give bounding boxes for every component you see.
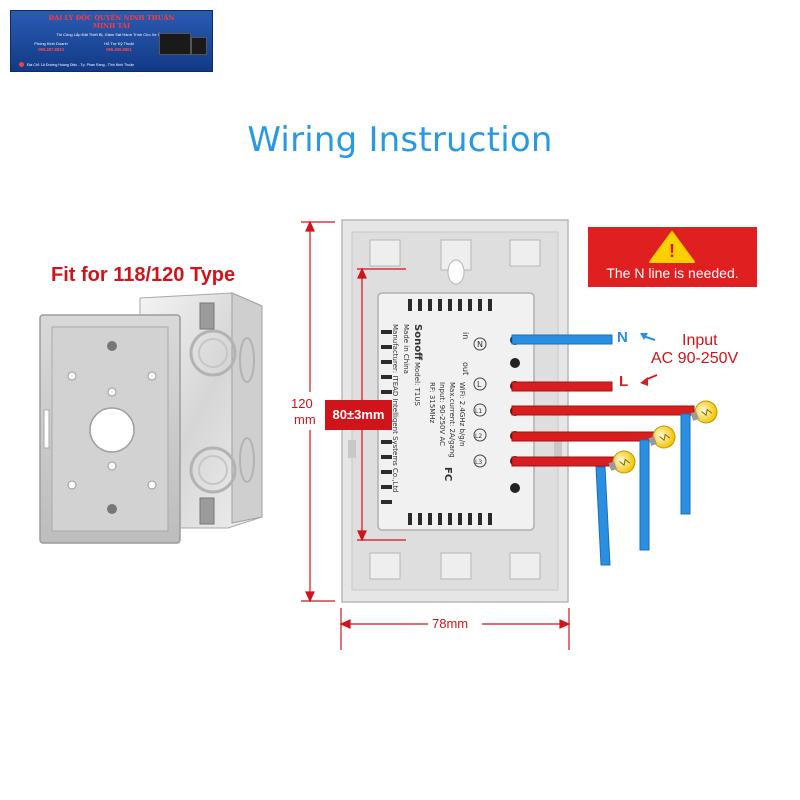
dealer-banner: ĐẠI LÝ ĐỘC QUYỀN NINH THUẬN MINH TÀI Thi… [10, 10, 213, 72]
device-image [159, 33, 191, 55]
neutral-wire [511, 334, 613, 345]
terminal-n: N [477, 340, 483, 349]
banner-title: ĐẠI LÝ ĐỘC QUYỀN NINH THUẬN [48, 14, 175, 22]
brand-logo: Sonoff [412, 324, 423, 361]
terminal-labels: N L L1 L2 L3 [473, 337, 487, 468]
terminal-l1: L1 [475, 408, 482, 415]
height-dimension: 120 [291, 396, 313, 411]
input-voltage: AC 90-250V [651, 350, 739, 367]
rf-spec-text: RF: 315MHz [428, 382, 436, 424]
wifi-spec-text: WiFi: 2.4GHz b/g/n [458, 382, 466, 447]
neutral-label: N [617, 329, 628, 346]
dimension-lines [301, 220, 571, 650]
height-unit: mm [294, 412, 316, 427]
live-wire [511, 381, 613, 392]
input-label: Input [682, 332, 718, 349]
sales-label: Phòng Kinh Doanh [34, 41, 68, 46]
warning-symbol: ! [669, 241, 675, 261]
col-out-label: out [461, 362, 470, 375]
live-label: L [619, 373, 629, 390]
col-in-label: in [461, 332, 470, 339]
max-current-text: Max.current: 2A/gang [448, 382, 456, 458]
module-label: Sonoff Model: T1US Made in China Manufac… [391, 324, 470, 493]
light-bulb-icon [648, 425, 676, 449]
banner-address: Địa Chỉ: 1A Đường Hoàng Diệu - Tp. Phan … [27, 63, 135, 67]
inner-dimension-badge: 80±3mm [325, 400, 392, 430]
tech-phone: 090.406.9601 [106, 47, 132, 52]
light-bulb-icon [608, 450, 636, 474]
sales-phone: 090.287.8833 [38, 47, 64, 52]
terminal-l3: L3 [475, 459, 482, 466]
banner-subtitle: MINH TÀI [92, 22, 131, 30]
wall-box-image [39, 292, 263, 544]
manufacturer-text: Manufacturer: ITEAD Intelligent Systems … [391, 324, 399, 493]
terminal-l2: L2 [475, 433, 482, 440]
load-wire-1 [511, 405, 695, 416]
fit-type-label: Fit for 118/120 Type [51, 264, 236, 286]
width-dimension: 78mm [432, 616, 469, 631]
light-bulb-icon [690, 400, 718, 424]
live-arrow-icon [640, 374, 658, 386]
input-spec-text: Input: 90-250V AC [438, 382, 446, 446]
fcc-mark: FC [442, 467, 453, 481]
location-pin-icon [19, 62, 24, 67]
model-text: Model: T1US [413, 362, 421, 406]
device-image [191, 37, 207, 55]
bulb-return-wires [595, 413, 691, 566]
terminal-l: L [477, 380, 482, 389]
made-in-text: Made in China [402, 324, 410, 374]
warning-triangle-icon [649, 231, 695, 263]
neutral-arrow-icon [640, 333, 656, 341]
banner-tagline: Thi Công Lắp Đặt Thiết Bị, Giám Sát Hành… [56, 32, 167, 37]
module-vents [381, 299, 492, 525]
warning-text: The N line is needed. [606, 265, 739, 281]
tech-label: Hỗ Trợ Kỹ Thuật [104, 41, 134, 46]
page-title: Wiring Instruction [247, 120, 553, 160]
